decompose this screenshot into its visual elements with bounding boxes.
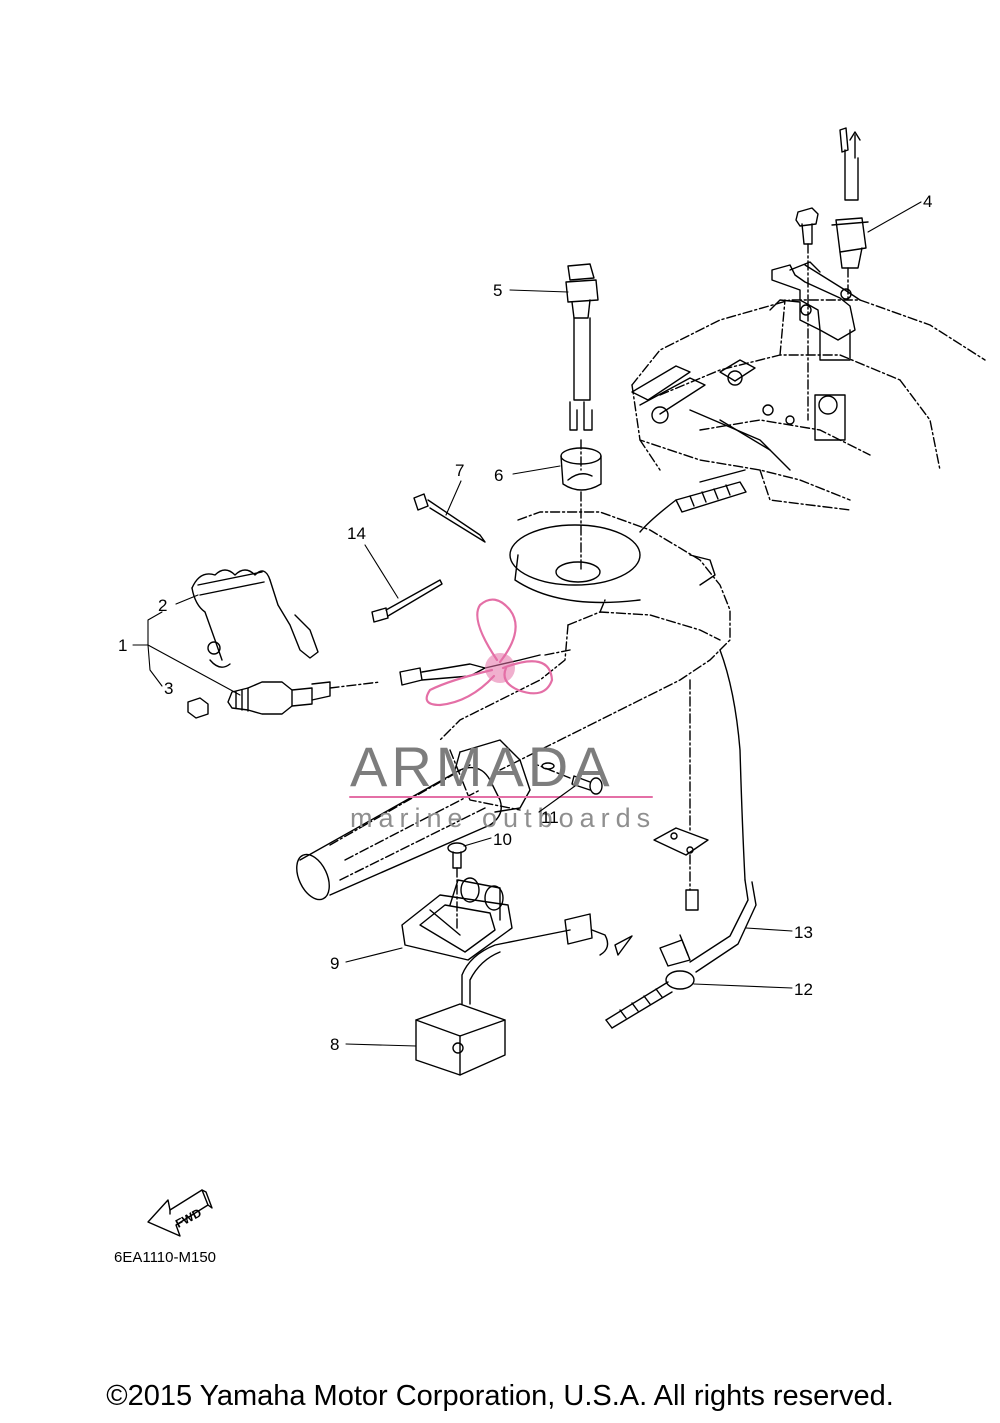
part-label-13: 13: [794, 923, 813, 942]
corrugated-tube: [605, 469, 757, 1029]
bracket-solid-details: [631, 261, 861, 471]
watermark-tagline: marine outboards: [350, 803, 656, 833]
leader-lines: [132, 201, 922, 1047]
band-7: [413, 493, 486, 543]
stay-bracket-solid: [771, 264, 856, 341]
neutral-switch: [831, 127, 869, 301]
part-label-10: 10: [493, 830, 512, 849]
part-label-8: 8: [330, 1035, 339, 1054]
fwd-label: FWD: [173, 1205, 204, 1230]
part-label-9: 9: [330, 954, 339, 973]
part-label-11: 11: [541, 808, 559, 827]
cap-3: [187, 697, 209, 719]
part-label-14: 14: [347, 524, 366, 543]
screw-11: [534, 762, 603, 795]
bottom-cowling-bracket: [631, 299, 986, 511]
engine-stop-switch: [227, 649, 571, 715]
holder-9: [401, 877, 513, 961]
part-label-12: 12: [794, 980, 813, 999]
part-label-7: 7: [455, 461, 464, 480]
tiller-pivot-disc: [509, 524, 716, 604]
cdi-unit-8: [415, 929, 571, 1076]
bolt-neutral: [795, 207, 819, 421]
drawing-code: 6EA1110-M150: [114, 1249, 216, 1266]
throttle-grip: [296, 739, 531, 901]
part-label-2: 2: [158, 596, 167, 615]
armada-watermark-logo: [425, 598, 554, 707]
copyright-footer: ©2015 Yamaha Motor Corporation, U.S.A. A…: [106, 1380, 894, 1412]
coupler: [564, 913, 633, 956]
part-label-6: 6: [494, 466, 503, 485]
fwd-arrow-icon: [147, 1189, 213, 1237]
plate-and-bolt: [653, 679, 709, 911]
push-switch: [565, 263, 599, 471]
part-label-1: 1: [118, 636, 127, 655]
grommet-6: [560, 447, 602, 571]
lanyard-2: [191, 569, 319, 668]
part-label-3: 3: [164, 679, 173, 698]
screw-10: [447, 842, 467, 931]
watermark-brand: ARMADA: [350, 735, 614, 798]
part-label-4: 4: [923, 192, 932, 211]
clamp-12: [659, 934, 695, 990]
band-14: [371, 579, 443, 623]
part-label-5: 5: [493, 281, 502, 300]
